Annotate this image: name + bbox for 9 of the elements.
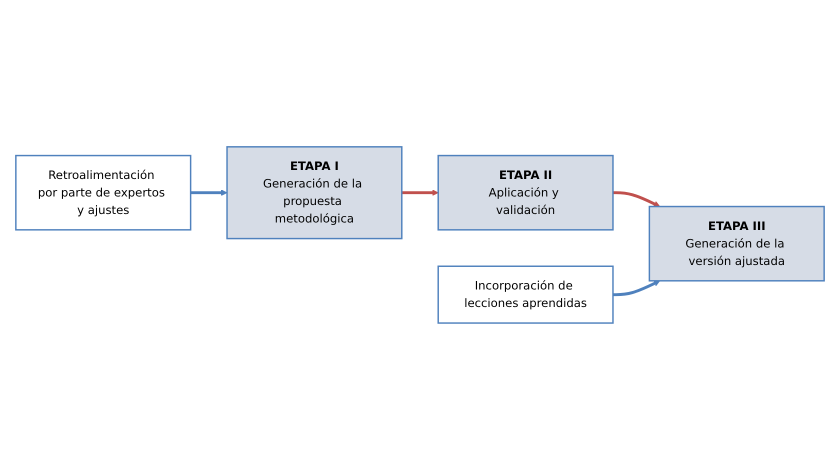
arrow [190, 190, 228, 196]
node-box: Retroalimentación por parte de expertos y ajustes [15, 154, 192, 231]
node-box: Incorporación de lecciones aprendidas [437, 266, 614, 324]
node-box: ETAPA III Generación de la versión ajustada [648, 206, 825, 282]
arrow [612, 280, 660, 296]
arrow [612, 191, 660, 207]
node-box: ETAPA I Generación de la propuesta metodológica [226, 146, 403, 240]
node-box: ETAPA II Aplicación y validación [437, 154, 614, 231]
arrow [402, 190, 438, 196]
